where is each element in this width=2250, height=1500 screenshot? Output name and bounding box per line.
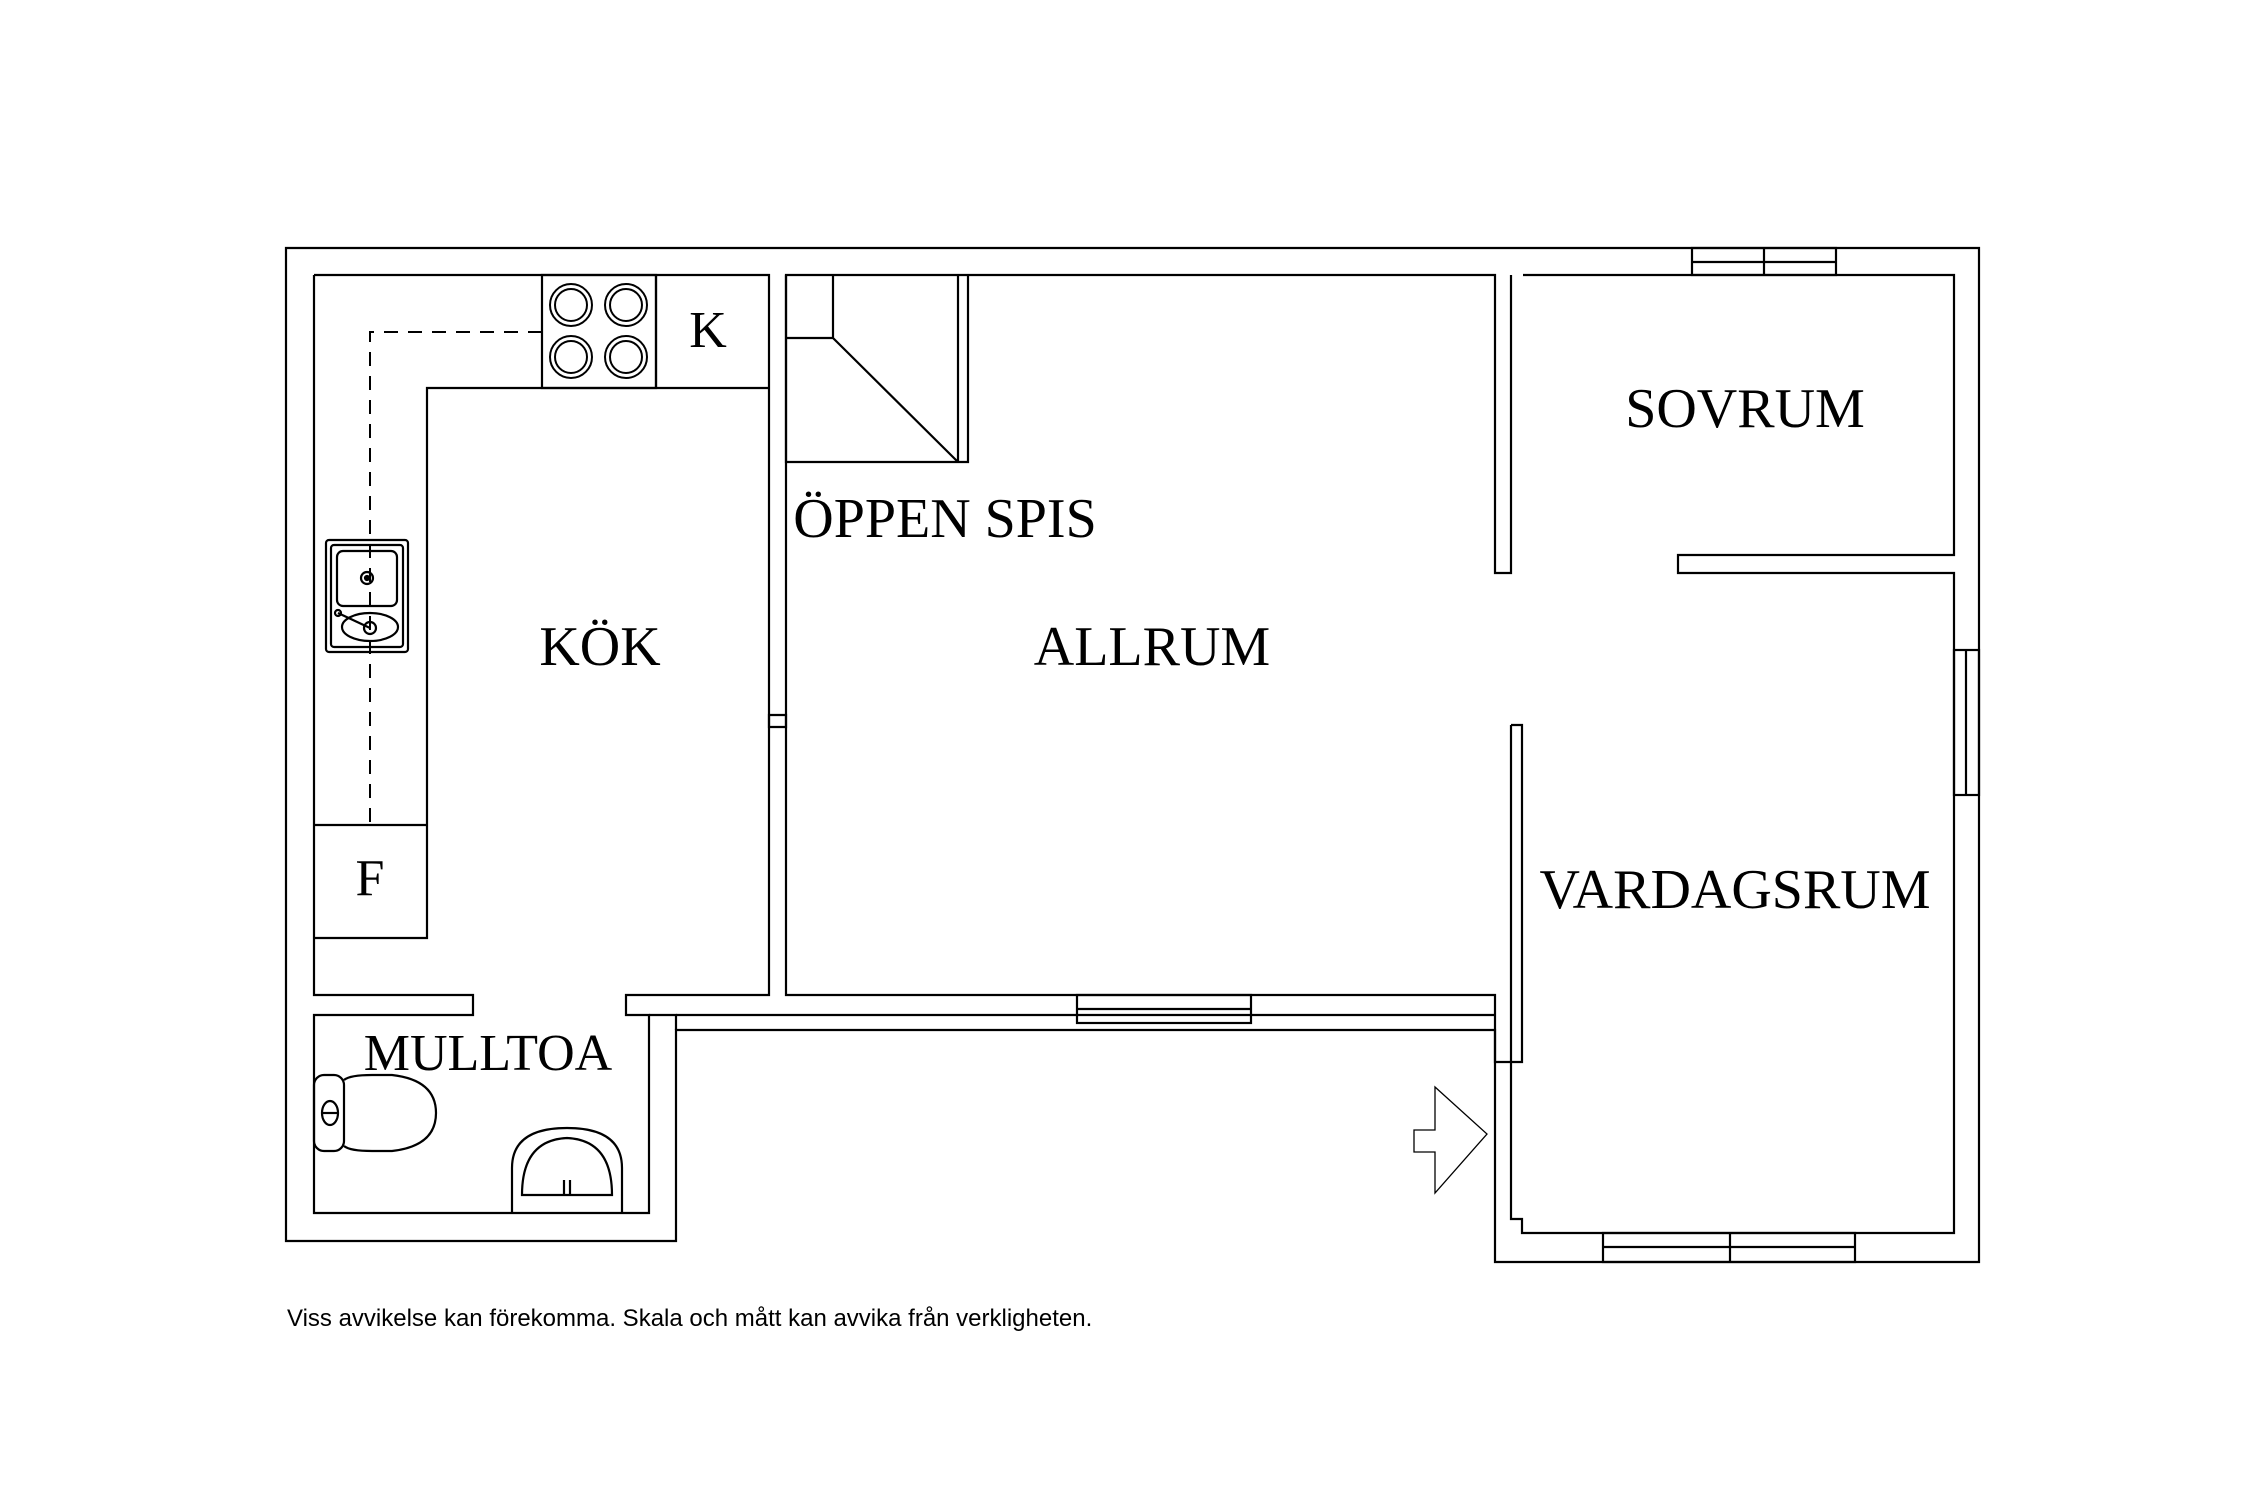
washbasin	[510, 1126, 624, 1213]
room-label-sovrum: SOVRUM	[1625, 378, 1865, 440]
room-label-allrum: ALLRUM	[1034, 616, 1270, 678]
window-north	[1690, 246, 1838, 277]
disclaimer-text: Viss avvikelse kan förekomma. Skala och …	[287, 1305, 1093, 1332]
appliance-label-f: F	[356, 850, 385, 907]
exterior-wall-inner-west	[312, 275, 1497, 1215]
room-label-kok: KÖK	[539, 616, 660, 678]
room-label-vardagsrum: VARDAGSRUM	[1539, 859, 1930, 921]
fireplace	[784, 275, 970, 464]
window-allrum-south	[1075, 993, 1253, 1025]
window-east	[1952, 648, 1981, 797]
room-label-oppen-spis: ÖPPEN SPIS	[793, 488, 1096, 550]
stove	[540, 273, 658, 390]
toilet	[312, 1073, 438, 1153]
room-label-mulltoa: MULLTOA	[364, 1025, 613, 1082]
window-vardagsrum-south	[1601, 1231, 1857, 1264]
entrance-jamb	[1493, 1012, 1511, 1064]
counter-edge-dashed	[369, 331, 542, 825]
stove-burners	[549, 283, 648, 379]
appliance-label-k: K	[689, 302, 727, 359]
toilet-wall-inner	[649, 1013, 678, 1030]
entrance-arrow	[1413, 1085, 1488, 1195]
sink	[324, 538, 410, 654]
